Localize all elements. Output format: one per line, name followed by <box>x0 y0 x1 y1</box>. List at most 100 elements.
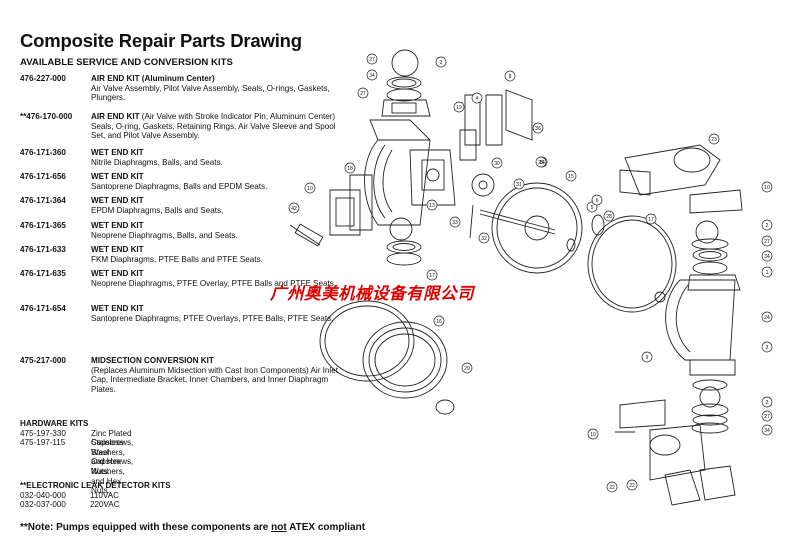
kit-name: WET END KIT <box>91 172 144 181</box>
hardware-kits: HARDWARE KITS 475-197-330 Zinc Plated Cap… <box>20 419 133 495</box>
kit-number: 476-171-654 <box>20 304 66 313</box>
kit-description: Nitrile Diaphragms, Balls, and Seats. <box>91 157 223 167</box>
callout-bubble <box>761 424 773 436</box>
kit-number: 476-171-656 <box>20 172 66 181</box>
manifold-part <box>624 144 721 196</box>
callout-bubble <box>532 122 544 134</box>
callout-number: 13 <box>429 203 435 209</box>
kit-name: WET END KIT <box>91 245 144 254</box>
callout-number: 30 <box>494 161 500 167</box>
section-subtitle: AVAILABLE SERVICE AND CONVERSION KITS <box>20 57 233 68</box>
callout-number: 15 <box>568 174 574 180</box>
atex-note: **Note: Pumps equipped with these compon… <box>20 522 365 533</box>
kit-number: 476-171-360 <box>20 148 66 157</box>
callout-number: 3 <box>766 345 769 351</box>
kit-name: WET END KIT <box>91 304 144 313</box>
kit-description: Air Valve Assembly, Pilot Valve Assembly… <box>91 83 330 103</box>
callout-number: 2 <box>440 60 443 66</box>
kit-description: Neoprene Diaphragms, PTFE Overlay, PTFE … <box>91 278 337 288</box>
callout-number: 9 <box>646 355 649 361</box>
hardware-heading: HARDWARE KITS <box>20 419 89 428</box>
kit-name: WET END KIT <box>91 196 144 205</box>
callout-bubble <box>761 266 773 278</box>
callout-bubble <box>761 341 773 353</box>
leak-detector-number: 032-037-000 <box>20 500 66 510</box>
callout-bubble <box>535 156 547 168</box>
hardware-description: Stainless Steel Capscrews, Washers, and … <box>91 438 134 496</box>
kit-number: **476-170-000 <box>20 112 73 121</box>
callout-bubble <box>471 92 483 104</box>
diaphragm-part <box>491 182 583 274</box>
callout-bubble <box>357 87 369 99</box>
callout-bubble <box>453 101 465 113</box>
kit-description: EPDM Diaphragms, Balls and Seats. <box>91 205 224 215</box>
note-underlined: not <box>271 522 287 533</box>
callout-bubble <box>587 428 599 440</box>
callout-number: 17 <box>648 217 654 223</box>
kit-name: MIDSECTION CONVERSION KIT <box>91 356 214 365</box>
callout-number: 18 <box>347 166 353 172</box>
kit-name: AIR END KIT (Aluminum Center) <box>91 74 215 83</box>
kit-number: 476-171-635 <box>20 269 66 278</box>
callout-number: 31 <box>516 182 522 188</box>
callout-bubble <box>761 181 773 193</box>
callout-bubble <box>426 199 438 211</box>
callout-bubble <box>449 216 461 228</box>
kit-description: Seals, O-ring, Gaskets, Retaining Rings,… <box>91 121 336 141</box>
callout-bubble <box>761 396 773 408</box>
outer-chamber <box>364 139 431 226</box>
callout-bubble <box>761 311 773 323</box>
kit-name: WET END KIT <box>91 269 144 278</box>
callout-number: 2 <box>766 223 769 229</box>
center-body <box>409 149 456 206</box>
kit-number: 476-171-364 <box>20 196 66 205</box>
callout-bubble <box>708 133 720 145</box>
callout-number: 1 <box>766 270 769 276</box>
callout-number: 33 <box>452 220 458 226</box>
callout-bubble <box>761 219 773 231</box>
callout-number: 16 <box>436 319 442 325</box>
kit-name: WET END KIT <box>91 148 144 157</box>
leak-detector-kits: **ELECTRONIC LEAK DETECTOR KITS 032-040-… <box>20 481 171 510</box>
callout-bubble <box>761 250 773 262</box>
kit-description: FKM Diaphragms, PTFE Balls and PTFE Seat… <box>91 254 263 264</box>
leak-detector-number: 032-040-000 <box>20 490 66 500</box>
leak-detector-heading: **ELECTRONIC LEAK DETECTOR KITS <box>20 481 171 490</box>
kit-number: 476-227-000 <box>20 74 66 83</box>
callout-bubble <box>288 202 300 214</box>
callout-number: 23 <box>711 137 717 143</box>
callout-number: 19 <box>456 105 462 111</box>
callout-bubble <box>504 70 516 82</box>
callout-number: 36 <box>535 126 541 132</box>
air-valve <box>329 189 361 236</box>
leak-detector-row: 032-037-000 220VAC <box>20 500 171 510</box>
callout-number: 27 <box>369 57 375 63</box>
callout-bubble <box>761 235 773 247</box>
exploded-parts-diagram: 2734227843619183130331032515142942251323… <box>288 49 773 506</box>
callout-number: 8 <box>509 74 512 80</box>
hardware-number: 475-197-330 <box>20 428 66 438</box>
callout-bubble <box>366 69 378 81</box>
callout-number: 24 <box>764 315 770 321</box>
callout-bubble <box>426 269 438 281</box>
callout-number: 10 <box>307 186 313 192</box>
callout-number: 27 <box>764 239 770 245</box>
kit-description: Neoprene Diaphragms, Balls, and Seats. <box>91 230 238 240</box>
kit-name: AIR END KIT <box>91 112 140 121</box>
callout-number: 17 <box>429 273 435 279</box>
kit-number: 476-171-633 <box>20 245 66 254</box>
callout-number: 27 <box>764 414 770 420</box>
callout-number: 34 <box>369 73 375 79</box>
ball-part <box>391 49 419 77</box>
kit-number: 476-171-365 <box>20 221 66 230</box>
leak-detector-voltage: 220VAC <box>90 500 120 510</box>
hardware-description: Zinc Plated Capscrews, Washers, and Hex … <box>91 428 134 476</box>
callout-bubble <box>491 157 503 169</box>
hardware-row: 475-197-330 Zinc Plated Capscrews, Washer… <box>20 428 133 476</box>
callout-number: 10 <box>764 185 770 191</box>
callout-number: 22 <box>629 483 635 489</box>
kit-number: 475-217-000 <box>20 356 66 365</box>
page-title: Composite Repair Parts Drawing <box>20 30 302 51</box>
